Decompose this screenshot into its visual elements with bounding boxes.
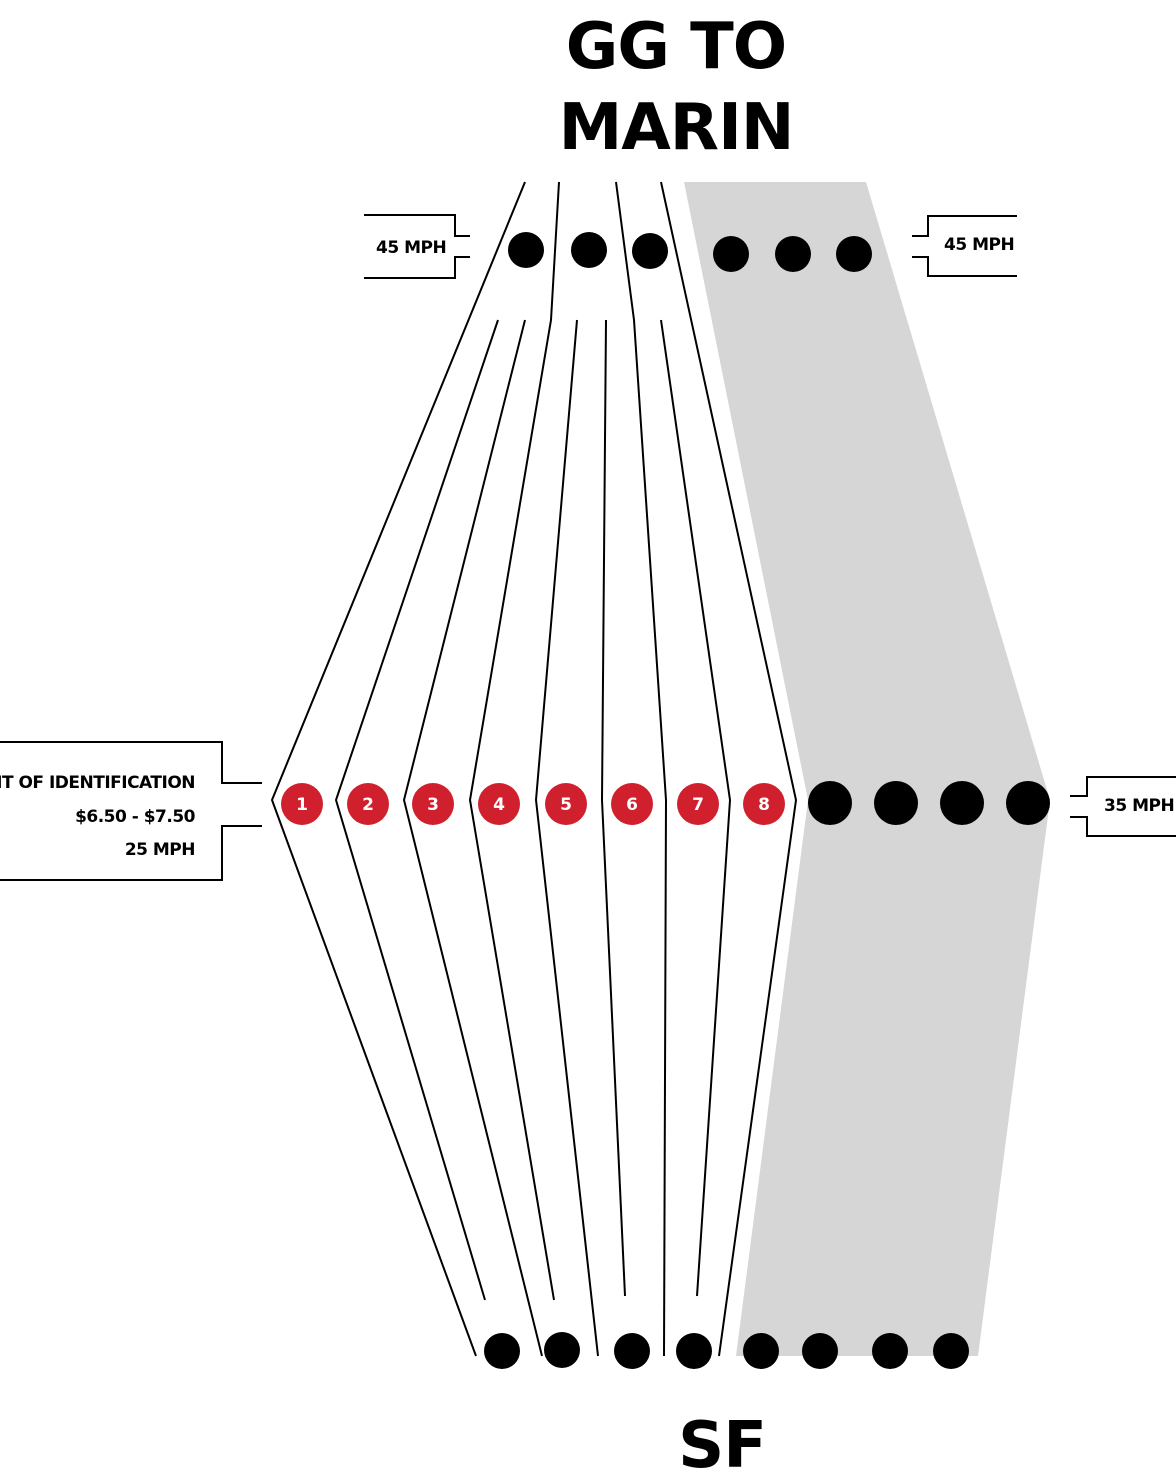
lane-line <box>270 181 526 1357</box>
vehicle-dot <box>933 1333 969 1369</box>
vehicle-dot <box>676 1333 712 1369</box>
vehicle-dot <box>614 1333 650 1369</box>
point-of-identification-callout: POINT OF IDENTIFICATION $6.50 - $7.50 25… <box>0 741 262 881</box>
toll-price-label: $6.50 - $7.50 <box>75 807 196 827</box>
vehicle-dot <box>743 1333 779 1369</box>
top-dots <box>508 232 872 272</box>
vehicle-dot <box>632 233 668 269</box>
lane-marker-8: 8 <box>743 783 785 825</box>
vehicle-dot <box>808 781 852 825</box>
lane-marker-6: 6 <box>611 783 653 825</box>
lane-line <box>660 319 732 1297</box>
lane-marker-label: 7 <box>692 795 704 815</box>
vehicle-dot <box>940 781 984 825</box>
shaded-lanes-area <box>684 182 1050 1356</box>
lane-lines <box>270 181 798 1357</box>
lane-marker-7: 7 <box>677 783 719 825</box>
lane-line <box>402 319 543 1357</box>
vehicle-dot <box>872 1333 908 1369</box>
lane-marker-1: 1 <box>281 783 323 825</box>
lane-marker-5: 5 <box>545 783 587 825</box>
toll-name-label: POINT OF IDENTIFICATION <box>0 773 195 793</box>
bottom-dots <box>484 1332 969 1369</box>
vehicle-dot <box>874 781 918 825</box>
middle-dots <box>808 781 1050 825</box>
vehicle-dot <box>713 236 749 272</box>
vehicle-dot <box>571 232 607 268</box>
lane-line <box>660 181 798 1357</box>
vehicle-dot <box>544 1332 580 1368</box>
title-line-1: GG TO <box>566 10 786 84</box>
lane-marker-4: 4 <box>478 783 520 825</box>
right-speed-callout: 35 MPH <box>1070 776 1176 837</box>
right-speed-label: 35 MPH <box>1104 796 1174 816</box>
top-left-speed-label: 45 MPH <box>376 238 446 258</box>
lane-marker-label: 4 <box>493 795 505 815</box>
lane-marker-label: 3 <box>427 795 439 815</box>
lane-line <box>534 319 599 1357</box>
vehicle-dot <box>775 236 811 272</box>
lane-line <box>615 181 668 1357</box>
vehicle-dot <box>802 1333 838 1369</box>
top-right-speed-label: 45 MPH <box>944 235 1014 255</box>
toll-speed-label: 25 MPH <box>125 840 195 860</box>
title-bottom: SF <box>678 1409 766 1483</box>
vehicle-dot <box>1006 781 1050 825</box>
lane-marker-3: 3 <box>412 783 454 825</box>
vehicle-dot <box>836 236 872 272</box>
top-left-speed-callout: 45 MPH <box>364 214 470 279</box>
title-line-2: MARIN <box>559 91 794 165</box>
vehicle-dot <box>508 232 544 268</box>
lane-line <box>600 319 626 1297</box>
lane-marker-label: 2 <box>362 795 374 815</box>
lane-line <box>334 319 499 1301</box>
lane-marker-label: 1 <box>296 795 308 815</box>
vehicle-dot <box>484 1333 520 1369</box>
lane-line <box>468 181 560 1301</box>
lane-marker-label: 6 <box>626 795 638 815</box>
lane-marker-label: 8 <box>758 795 770 815</box>
top-right-speed-callout: 45 MPH <box>912 215 1017 277</box>
lane-marker-label: 5 <box>560 795 572 815</box>
lane-marker-2: 2 <box>347 783 389 825</box>
toll-lane-markers: 1 2 3 4 5 6 7 8 <box>281 783 785 825</box>
